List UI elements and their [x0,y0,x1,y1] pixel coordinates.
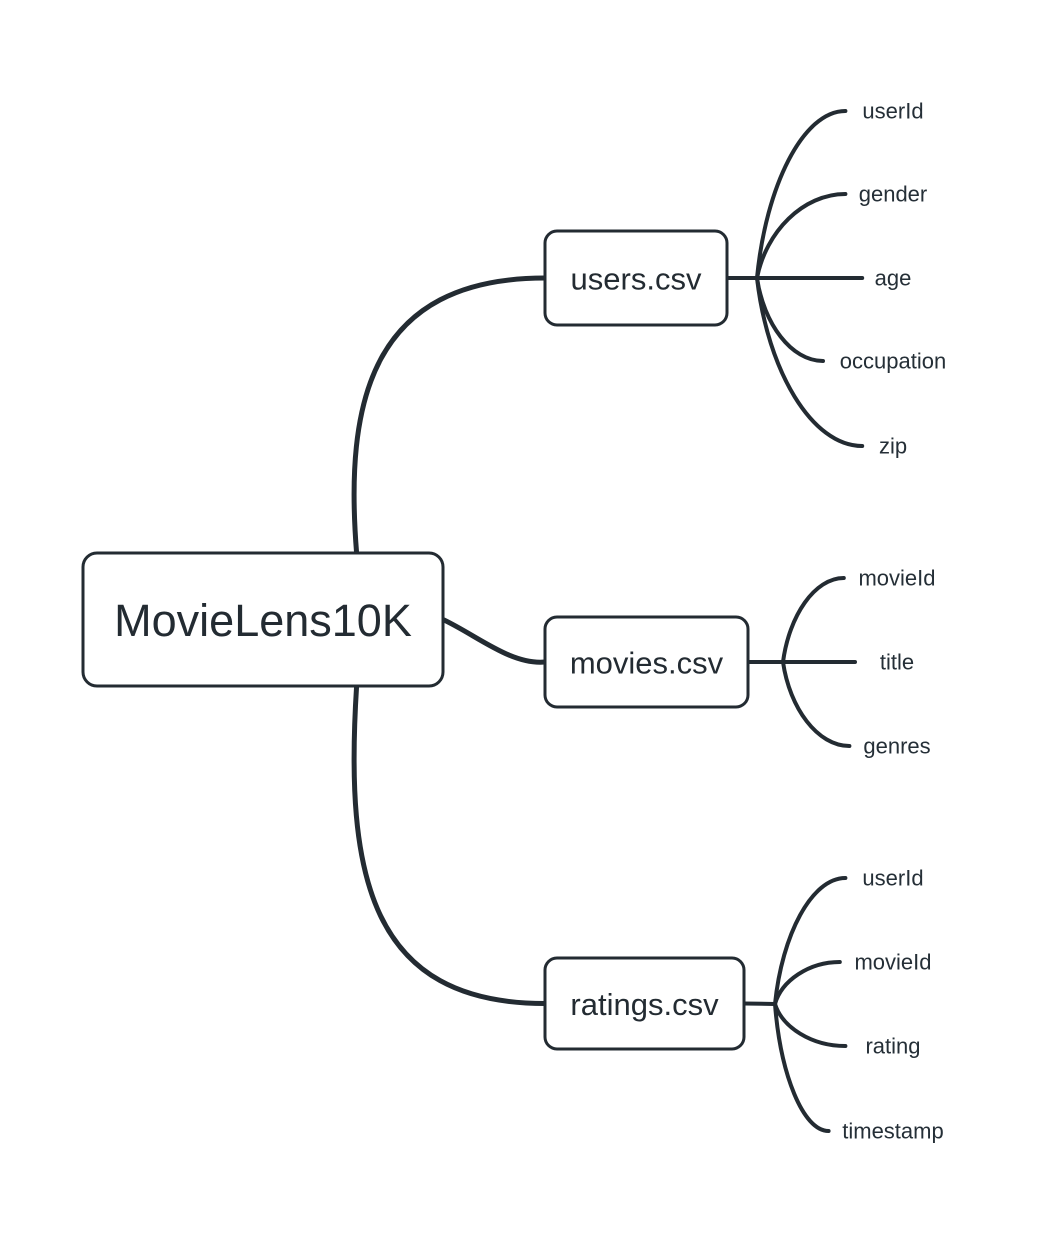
node-label-movies-csv: movies.csv [570,646,724,681]
edge-users-to-zip [755,276,865,448]
node-label-root: MovieLens10K [114,595,412,646]
node-root-movielens10k[interactable] [81,551,445,688]
node-labels: MovieLens10K users.csv movies.csv rating… [114,262,723,1023]
trunk-edges [351,275,548,1006]
leaf-ratings-timestamp[interactable]: timestamp [842,1119,943,1144]
edge-ratings-stem [742,1001,777,1006]
edge-movies-to-movieid [781,576,846,664]
edge-users-to-userid [755,109,848,280]
edge-ratings-to-movieid [773,960,842,1006]
leaf-ratings-userid[interactable]: userId [862,866,923,891]
edge-root-to-ratings [351,683,548,1006]
edge-root-to-movies [440,617,548,665]
edge-ratings-to-userid [773,876,848,1006]
leaf-ratings-rating[interactable]: rating [865,1034,920,1059]
leaf-labels: userId gender age occupation zip movieId title… [840,99,946,1144]
node-ratings-csv[interactable] [543,956,746,1051]
node-label-users-csv: users.csv [571,262,702,297]
leaf-users-gender[interactable]: gender [859,182,928,207]
edge-movies-to-genres [781,660,852,748]
leaf-ratings-movieid[interactable]: movieId [854,950,931,975]
edge-root-to-users [351,275,548,556]
edge-ratings-to-rating [773,1002,848,1048]
edge-users-to-occupation [755,276,825,363]
leaf-users-occupation[interactable]: occupation [840,349,946,374]
node-users-csv[interactable] [543,229,729,327]
node-movies-csv[interactable] [543,615,750,709]
edge-users-to-gender [755,192,848,280]
branch-edges [725,109,865,1133]
node-boxes [81,229,750,1051]
node-label-ratings-csv: ratings.csv [570,987,719,1022]
leaf-users-zip[interactable]: zip [879,434,907,459]
leaf-users-age[interactable]: age [875,266,912,291]
leaf-movies-genres[interactable]: genres [863,734,930,759]
leaf-movies-movieid[interactable]: movieId [858,566,935,591]
leaf-users-userid[interactable]: userId [862,99,923,124]
edge-ratings-to-timestamp [773,1002,831,1133]
leaf-movies-title[interactable]: title [880,650,914,675]
